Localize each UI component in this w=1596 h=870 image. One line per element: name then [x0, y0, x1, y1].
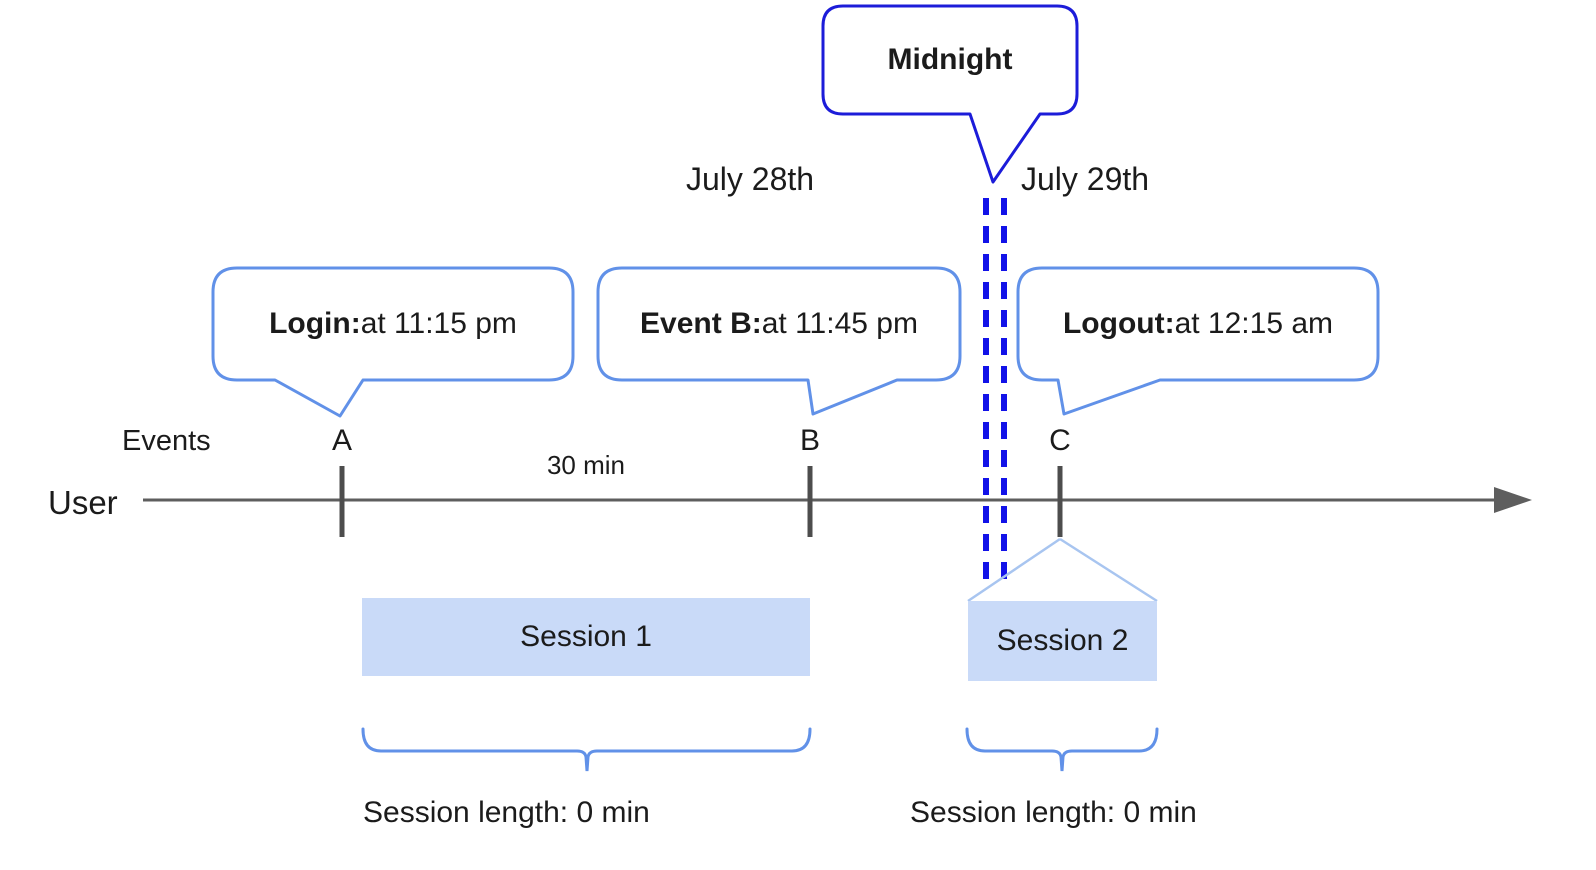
event-b-callout-prefix: Event B:	[640, 307, 762, 340]
login-callout-time: at 11:15 pm	[360, 307, 517, 340]
logout-callout-label: Logout: at 12:15 am	[1018, 268, 1378, 380]
timeline-arrowhead-icon	[1494, 487, 1532, 513]
events-row-label: Events	[122, 425, 211, 457]
date-july-29: July 29th	[1021, 161, 1150, 197]
date-july-28: July 28th	[686, 161, 815, 197]
user-row-label: User	[48, 484, 118, 521]
session2-length-label: Session length: 0 min	[910, 796, 1197, 829]
session2-brace	[965, 727, 1159, 772]
event-b-bubble-shape	[596, 266, 962, 416]
midnight-callout-label: Midnight	[887, 43, 1013, 76]
session1-length-label: Session length: 0 min	[363, 796, 650, 829]
event-b-label: B	[799, 424, 820, 457]
login-bubble-shape	[211, 266, 575, 418]
session1-brace	[361, 727, 812, 772]
logout-callout-time: at 12:15 am	[1174, 307, 1334, 340]
logout-bubble-shape	[1016, 266, 1380, 416]
midnight-bubble-shape	[821, 4, 1079, 184]
logout-callout-prefix: Logout:	[1062, 307, 1175, 340]
session2-connector	[967, 537, 1158, 603]
event-b-callout-label: Event B: at 11:45 pm	[598, 268, 960, 380]
login-callout-prefix: Login:	[269, 307, 361, 340]
session2-box: Session 2	[968, 601, 1157, 681]
login-callout-label: Login: at 11:15 pm	[213, 268, 573, 380]
interval-30min-label: 30 min	[546, 450, 626, 480]
event-a-label: A	[331, 424, 352, 457]
session1-box: Session 1	[362, 598, 810, 676]
event-b-callout-time: at 11:45 pm	[761, 307, 918, 340]
event-c-label: C	[1049, 424, 1071, 457]
